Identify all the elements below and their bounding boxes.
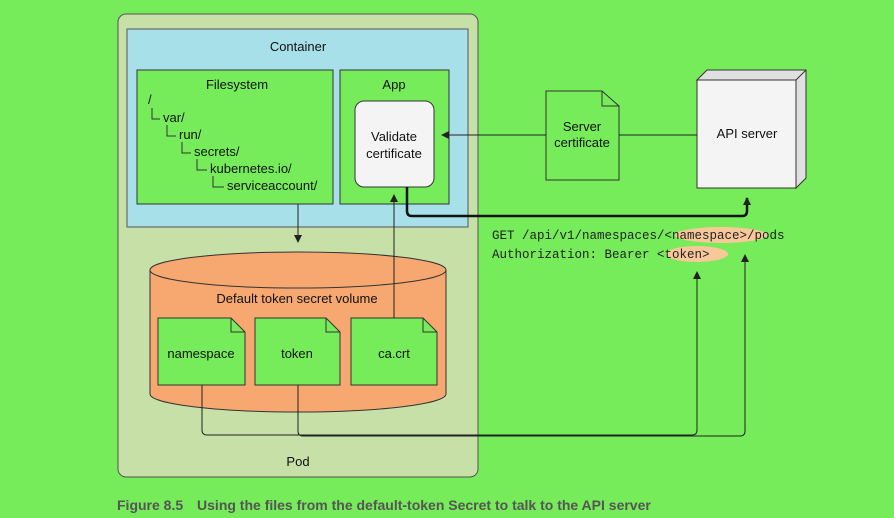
token-file-label: token	[281, 346, 313, 361]
server-certificate-line1: Server	[563, 119, 602, 134]
validate-certificate-box	[354, 100, 435, 188]
tree-serviceaccount: serviceaccount/	[227, 178, 318, 193]
container-label: Container	[270, 39, 327, 54]
figure-number: Figure 8.5	[117, 497, 184, 513]
request-auth-prefix: Authorization: Bearer	[492, 248, 657, 262]
request-line-2: Authorization: Bearer <token>	[492, 248, 710, 262]
server-certificate-doc	[545, 90, 620, 181]
namespace-to-request-arrow	[201, 271, 701, 436]
server-certificate-line2: certificate	[554, 135, 610, 150]
filesystem-box	[136, 69, 334, 205]
token-to-request-arrow	[297, 254, 749, 437]
validate-line1: Validate	[371, 129, 417, 144]
request-path-prefix: GET /api/v1/namespaces/	[492, 229, 665, 243]
token-file	[254, 317, 341, 386]
token-highlight	[666, 246, 728, 262]
volume-label: Default token secret volume	[216, 291, 377, 306]
figure-caption: Figure 8.5 Using the files from the defa…	[117, 497, 651, 513]
filesystem-label: Filesystem	[206, 77, 268, 92]
namespace-highlight	[675, 227, 767, 243]
tree-secrets: secrets/	[194, 144, 240, 159]
tree-run: run/	[179, 127, 202, 142]
namespace-file-fold	[230, 318, 245, 333]
validate-line2: certificate	[366, 146, 422, 161]
request-path-suffix: /pods	[747, 229, 785, 243]
tree-root: /	[148, 92, 152, 107]
app-to-api-server-request-arrow	[405, 187, 751, 218]
namespace-file-label: namespace	[167, 346, 234, 361]
token-file-fold	[325, 318, 340, 333]
namespace-file	[157, 317, 246, 386]
request-namespace-placeholder: <namespace>	[665, 229, 748, 243]
pod-label: Pod	[286, 454, 309, 469]
request-line-1: GET /api/v1/namespaces/<namespace>/pods	[492, 229, 785, 243]
request-token-placeholder: <token>	[657, 248, 710, 262]
ca-crt-file-label: ca.crt	[378, 346, 410, 361]
api-server-label: API server	[717, 126, 778, 141]
tree-kubernetes-io: kubernetes.io/	[210, 161, 292, 176]
api-server-box	[695, 69, 807, 190]
filesystem-tree	[151, 108, 224, 188]
ca-crt-file	[350, 317, 438, 386]
figure-caption-text: Using the files from the default-token S…	[197, 497, 651, 513]
app-label: App	[382, 77, 405, 92]
server-certificate-fold	[601, 91, 619, 107]
ca-crt-file-fold	[422, 318, 437, 333]
tree-var: var/	[163, 110, 185, 125]
